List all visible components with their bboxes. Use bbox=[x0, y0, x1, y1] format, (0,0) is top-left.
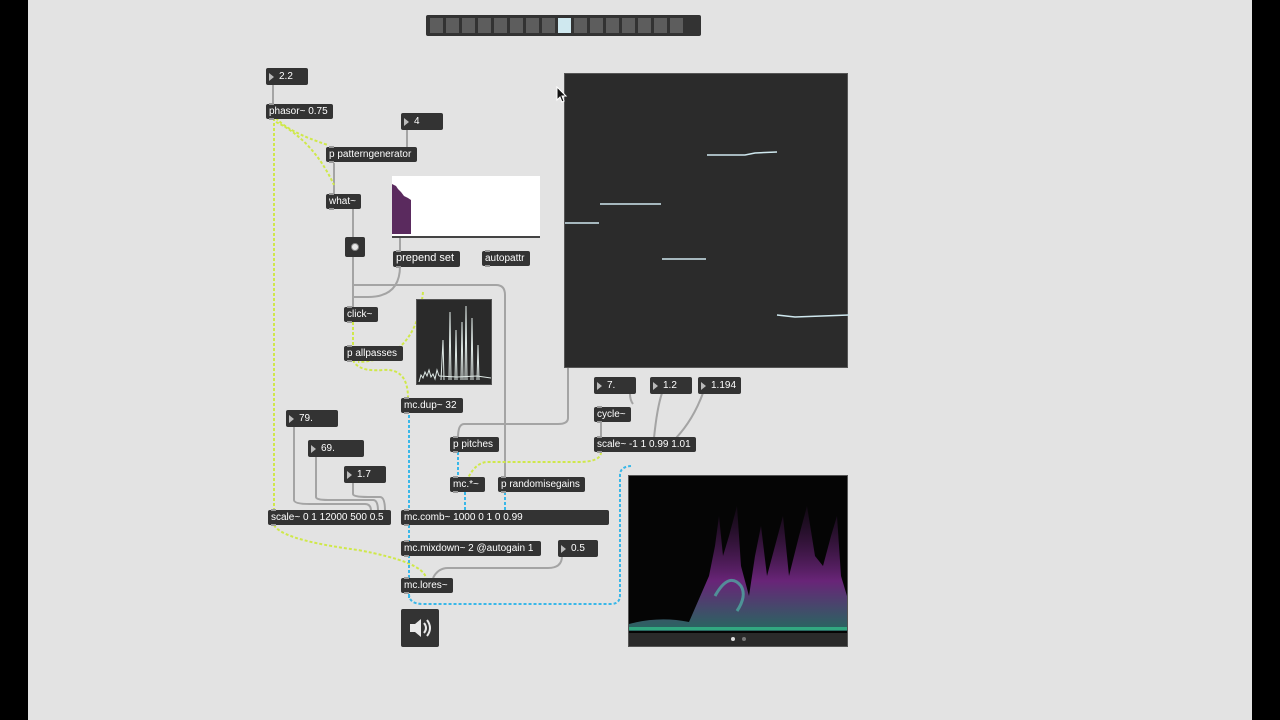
pattern-step-2[interactable] bbox=[446, 18, 459, 33]
toggle-button[interactable] bbox=[345, 237, 365, 257]
spectrogram bbox=[628, 475, 848, 647]
number-arrow-icon bbox=[289, 415, 294, 423]
max-patcher-window: 2.2 4 79. 69. 1.7 7. 1.2 1.194 0.5 phaso… bbox=[28, 0, 1252, 720]
pattern-step-9[interactable] bbox=[558, 18, 571, 33]
pattern-step-11[interactable] bbox=[590, 18, 603, 33]
mc-comb-object[interactable]: mc.comb~ 1000 0 1 0 0.99 bbox=[401, 509, 609, 526]
spectrum-lines bbox=[418, 305, 492, 383]
toggle-icon bbox=[351, 243, 359, 251]
click-object[interactable]: click~ bbox=[344, 306, 378, 323]
pattern-number-box[interactable]: 4 bbox=[401, 113, 443, 130]
rate-number-box[interactable]: 2.2 bbox=[266, 68, 308, 85]
cycle-object[interactable]: cycle~ bbox=[594, 406, 631, 423]
mc-mixdown-object[interactable]: mc.mixdown~ 2 @autogain 1 bbox=[401, 540, 541, 557]
number-arrow-icon bbox=[701, 382, 706, 390]
pattern-step-5[interactable] bbox=[494, 18, 507, 33]
allpasses-object[interactable]: p allpasses bbox=[344, 345, 403, 362]
number-arrow-icon bbox=[561, 545, 566, 553]
number-box-69[interactable]: 69. bbox=[308, 440, 364, 457]
number-box-7[interactable]: 7. bbox=[594, 377, 636, 394]
phasor-object[interactable]: phasor~ 0.75 bbox=[266, 103, 333, 120]
pattern-step-8[interactable] bbox=[542, 18, 555, 33]
pattern-waveform bbox=[392, 184, 411, 234]
mc-multiply-object[interactable]: mc.*~ bbox=[450, 476, 485, 493]
scale-lfo-object[interactable]: scale~ -1 1 0.99 1.01 bbox=[594, 436, 696, 453]
pattern-step-16[interactable] bbox=[670, 18, 683, 33]
pattern-step-14[interactable] bbox=[638, 18, 651, 33]
randomise-gains-object[interactable]: p randomisegains bbox=[498, 476, 585, 493]
scale-main-object[interactable]: scale~ 0 1 12000 500 0.5 bbox=[268, 509, 391, 526]
pattern-display[interactable] bbox=[392, 176, 540, 238]
number-box-05[interactable]: 0.5 bbox=[558, 540, 598, 557]
number-arrow-icon bbox=[597, 382, 602, 390]
autopattr-object[interactable]: autopattr bbox=[482, 250, 530, 267]
spectrum-scope bbox=[416, 299, 492, 385]
pattern-step-12[interactable] bbox=[606, 18, 619, 33]
pattern-step-1[interactable] bbox=[430, 18, 443, 33]
pattern-step-7[interactable] bbox=[526, 18, 539, 33]
number-arrow-icon bbox=[404, 118, 409, 126]
pattern-step-15[interactable] bbox=[654, 18, 667, 33]
number-box-17[interactable]: 1.7 bbox=[344, 466, 386, 483]
mc-dup-object[interactable]: mc.dup~ 32 bbox=[401, 397, 463, 414]
pattern-generator-object[interactable]: p patterngenerator bbox=[326, 146, 417, 163]
pattern-step-bar[interactable] bbox=[426, 15, 701, 36]
number-box-79[interactable]: 79. bbox=[286, 410, 338, 427]
pitch-lines bbox=[565, 151, 850, 318]
pattern-step-13[interactable] bbox=[622, 18, 635, 33]
number-arrow-icon bbox=[269, 73, 274, 81]
pitch-scope bbox=[564, 73, 850, 368]
number-arrow-icon bbox=[347, 471, 352, 479]
mc-lores-object[interactable]: mc.lores~ bbox=[401, 577, 453, 594]
spectrogram-image bbox=[629, 506, 847, 646]
number-arrow-icon bbox=[653, 382, 658, 390]
audio-output-button[interactable] bbox=[401, 609, 439, 647]
pattern-step-6[interactable] bbox=[510, 18, 523, 33]
prepend-set-object[interactable]: prepend set bbox=[393, 250, 460, 268]
what-object[interactable]: what~ bbox=[326, 193, 361, 210]
pattern-step-10[interactable] bbox=[574, 18, 587, 33]
number-box-1194[interactable]: 1.194 bbox=[698, 377, 741, 394]
mouse-pointer-icon bbox=[556, 86, 568, 103]
pattern-step-4[interactable] bbox=[478, 18, 491, 33]
patch-cords bbox=[272, 85, 704, 605]
pattern-step-3[interactable] bbox=[462, 18, 475, 33]
speaker-icon bbox=[410, 619, 431, 637]
number-arrow-icon bbox=[311, 445, 316, 453]
pitches-object[interactable]: p pitches bbox=[450, 436, 499, 453]
number-box-12[interactable]: 1.2 bbox=[650, 377, 692, 394]
